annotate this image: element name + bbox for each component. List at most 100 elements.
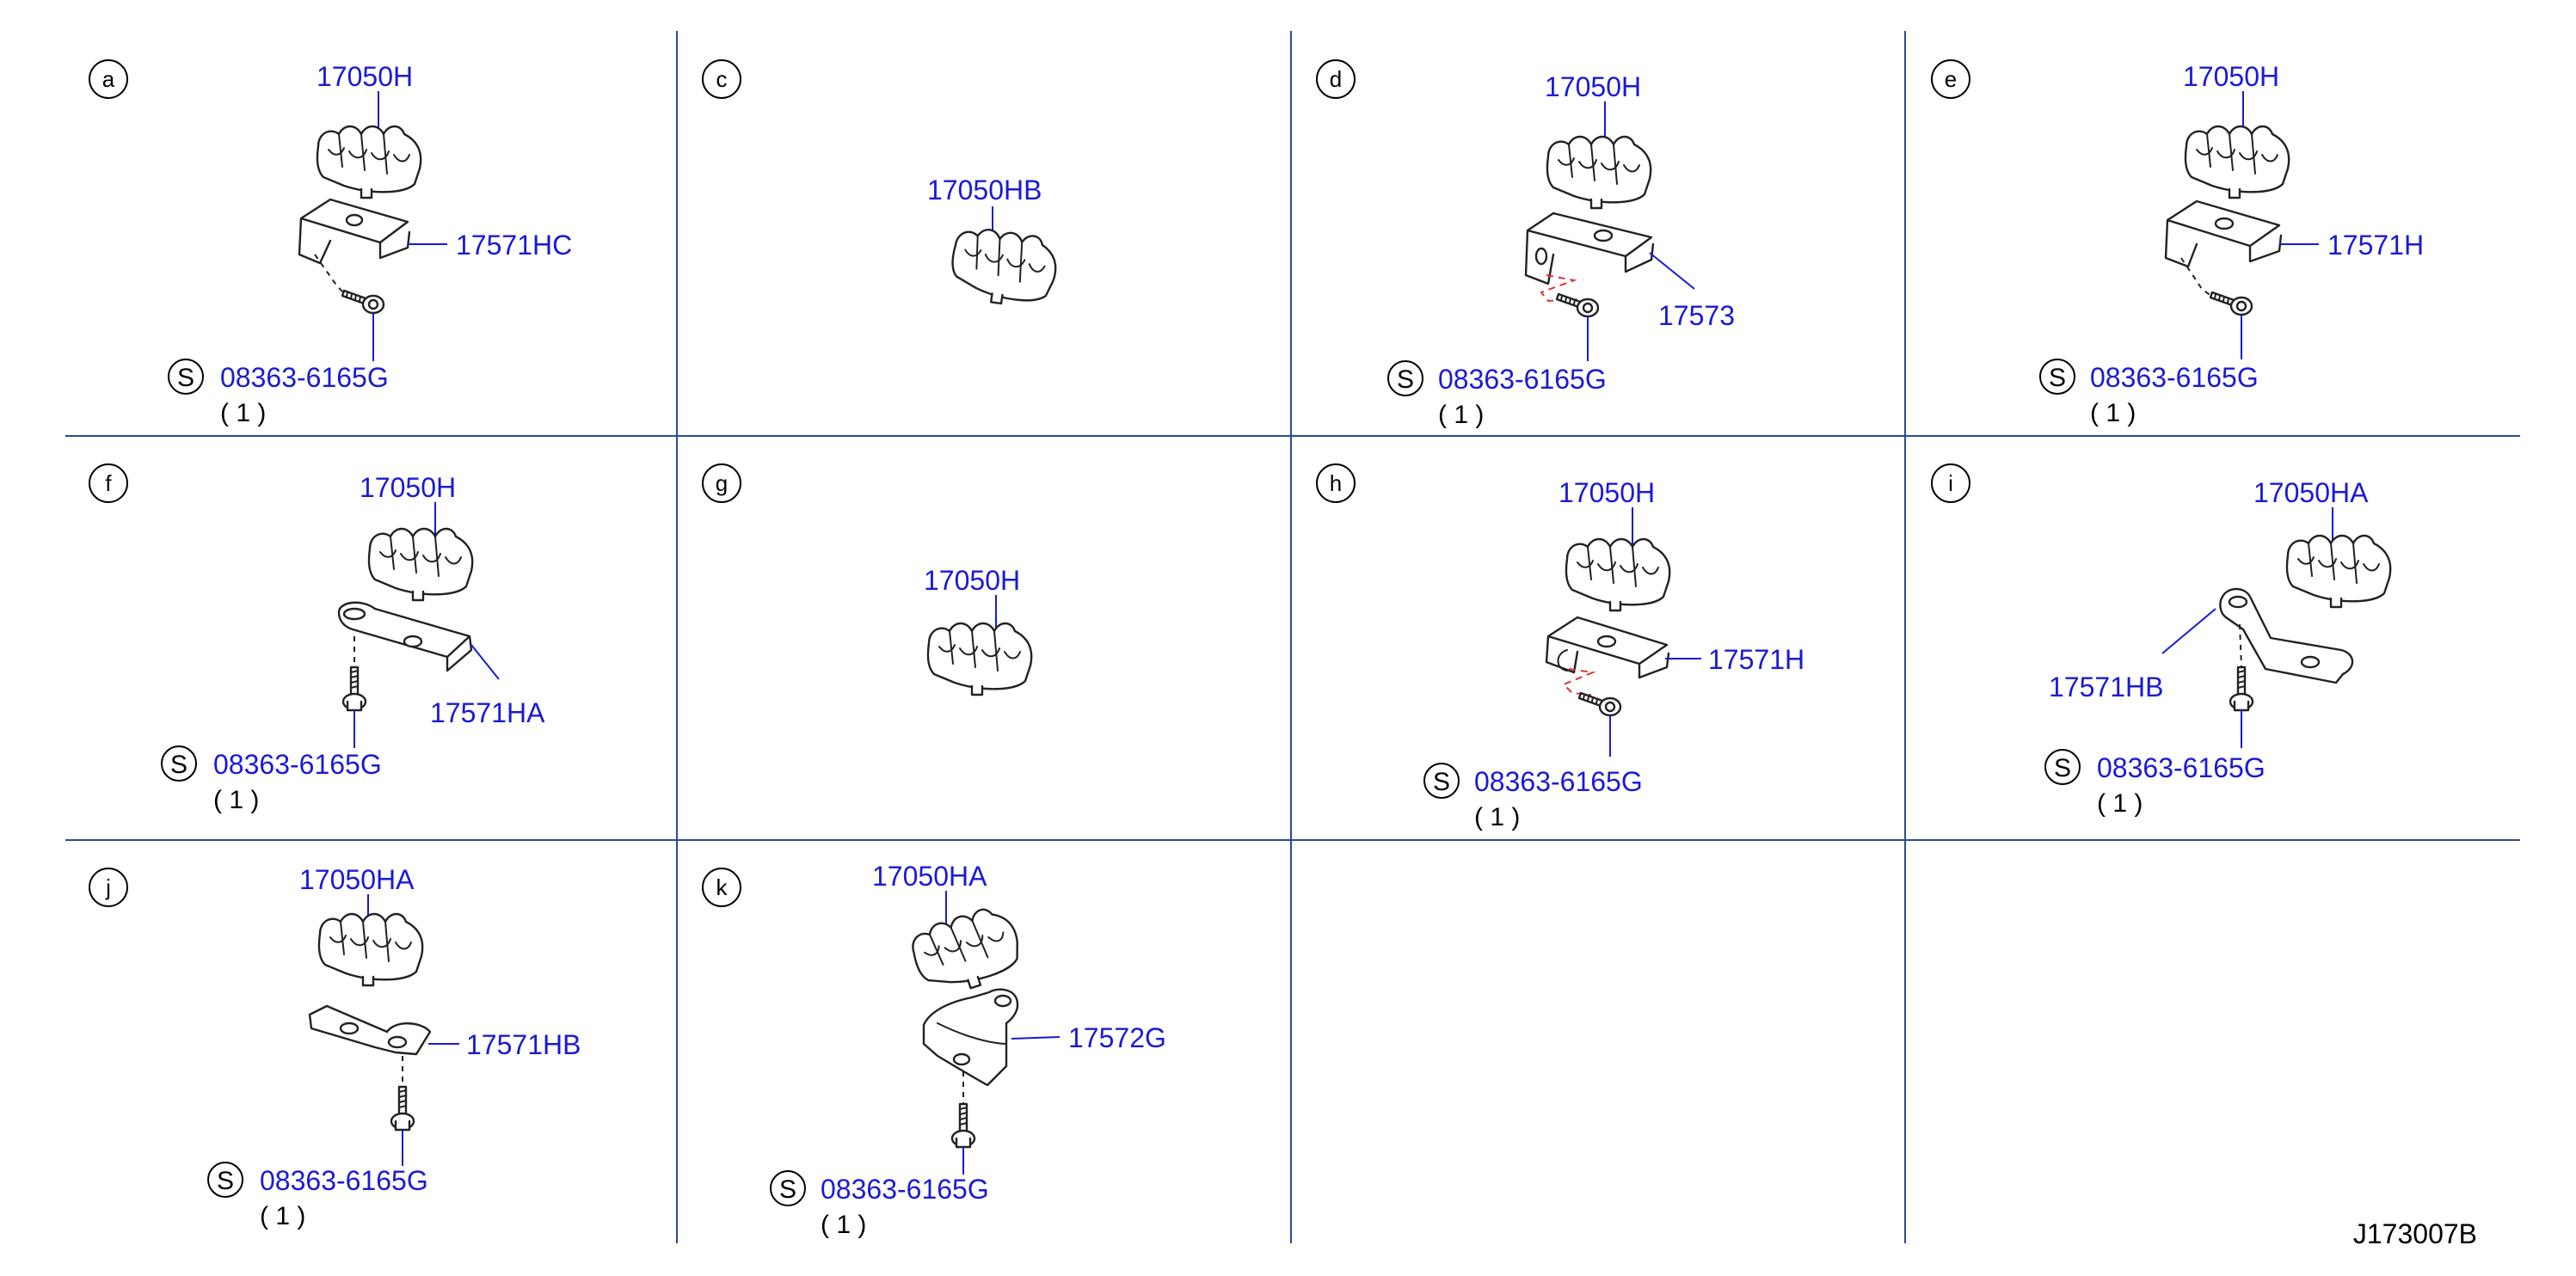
- label-text: S: [217, 1167, 234, 1195]
- panel-letter-k: k: [702, 868, 741, 907]
- bolt-icon: [341, 666, 367, 712]
- part-number-17571HB: 17571HB: [466, 1029, 581, 1060]
- part-number-08363-6165G: 08363-6165G: [1474, 766, 1643, 797]
- quantity-label: ( 1 ): [1438, 401, 1484, 429]
- part-number-17050H: 17050H: [360, 472, 456, 503]
- part-number-17571H: 17571H: [1708, 644, 1804, 675]
- label-text: i: [1948, 470, 1953, 496]
- part-number-08363-6165G: 08363-6165G: [2097, 752, 2266, 783]
- panel-h: h 17050H 17571H S 08363-6165G ( 1 ): [1316, 463, 1804, 831]
- label-text: f: [105, 470, 112, 496]
- part-number-17050HA: 17050HA: [872, 861, 987, 892]
- label-text: d: [1330, 66, 1342, 92]
- label-text: h: [1330, 470, 1342, 496]
- label-text: S: [2049, 364, 2066, 392]
- panel-k: k 17050HA 17572G S 08363-6165G ( 1 ): [702, 861, 1166, 1239]
- panel-letter-i: i: [1931, 463, 1970, 503]
- part-number-17050HB: 17050HB: [927, 175, 1042, 206]
- label-text: g: [716, 470, 728, 496]
- bracket-icon: [298, 198, 411, 265]
- bolt-icon: [950, 1102, 976, 1149]
- part-number-08363-6165G: 08363-6165G: [220, 362, 389, 393]
- bracket-icon: [2164, 199, 2283, 268]
- panel-letter-f: f: [89, 463, 128, 503]
- clip-icon: [317, 912, 424, 987]
- panel-letter-c: c: [702, 59, 741, 99]
- part-number-17572G: 17572G: [1068, 1022, 1166, 1053]
- part-number-08363-6165G: 08363-6165G: [213, 749, 382, 780]
- clip-icon: [2184, 125, 2290, 199]
- panel-f: f 17050H 17571HA S 08363-6165G ( 1 ): [89, 463, 545, 814]
- panel-a: a 17050H 17571HC S 08363-6165G ( 1 ): [89, 59, 572, 427]
- clip-icon: [1546, 135, 1652, 210]
- part-number-17050H: 17050H: [1545, 71, 1641, 102]
- quantity-label: ( 1 ): [2097, 789, 2143, 818]
- label-text: S: [170, 751, 188, 779]
- quantity-label: ( 1 ): [260, 1202, 305, 1230]
- clip-icon: [316, 125, 422, 199]
- panel-letter-e: e: [1931, 59, 1970, 99]
- panel-letter-h: h: [1316, 463, 1356, 503]
- quantity-label: ( 1 ): [220, 399, 266, 427]
- part-number-17571HC: 17571HC: [456, 230, 572, 261]
- label-text: a: [102, 66, 115, 92]
- label-text: S: [1433, 768, 1450, 796]
- part-number-17050H: 17050H: [924, 565, 1020, 596]
- panel-c: c 17050HB: [702, 59, 1061, 312]
- quantity-label: ( 1 ): [213, 786, 259, 814]
- bolt-icon: [1555, 292, 1600, 318]
- part-number-08363-6165G: 08363-6165G: [260, 1165, 428, 1196]
- bracket-icon: [308, 1004, 432, 1056]
- part-number-17050HA: 17050HA: [299, 864, 415, 895]
- quantity-label: ( 1 ): [1474, 803, 1520, 831]
- part-number-17573: 17573: [1658, 300, 1735, 331]
- panel-d: d 17050H 17573 S 08363-6165G ( 1 ): [1316, 59, 1735, 429]
- panel-j: j 17050HA 17571HB S 08363-6165G ( 1 ): [89, 864, 581, 1230]
- part-number-17571HB: 17571HB: [2049, 672, 2163, 702]
- clip-icon: [946, 224, 1061, 312]
- label-text: S: [779, 1175, 796, 1204]
- part-number-08363-6165G: 08363-6165G: [1438, 364, 1607, 395]
- part-number-17050H: 17050H: [1559, 477, 1655, 508]
- part-number-08363-6165G: 08363-6165G: [2090, 362, 2259, 393]
- label-text: j: [105, 874, 111, 900]
- quantity-label: ( 1 ): [821, 1211, 866, 1239]
- clip-icon: [926, 622, 1033, 696]
- label-text: k: [716, 874, 729, 900]
- part-number-08363-6165G: 08363-6165G: [821, 1174, 989, 1205]
- diagram-code: J173007B: [2353, 1218, 2477, 1249]
- panel-letter-j: j: [89, 868, 128, 907]
- panel-g: g 17050H: [702, 463, 1033, 696]
- bracket-icon: [1524, 212, 1655, 285]
- panel-letter-g: g: [702, 463, 741, 503]
- label-text: S: [2054, 754, 2071, 782]
- bolt-icon: [341, 289, 385, 315]
- label-text: c: [716, 66, 728, 92]
- bolt-icon: [1577, 691, 1622, 717]
- bracket-icon: [2219, 587, 2354, 684]
- part-number-17050HA: 17050HA: [2253, 477, 2369, 508]
- part-number-17050H: 17050H: [317, 61, 413, 92]
- panel-i: i 17050HA 17571HB S 08363-6165G ( 1 ): [1931, 463, 2392, 818]
- panel-letter-a: a: [89, 59, 128, 99]
- label-text: S: [177, 364, 194, 392]
- panel-letter-d: d: [1316, 59, 1356, 99]
- quantity-label: ( 1 ): [2090, 399, 2136, 427]
- bolt-icon: [2229, 666, 2254, 712]
- clip-icon: [906, 900, 1029, 1003]
- clip-icon: [2285, 534, 2392, 609]
- label-text: e: [1945, 66, 1957, 92]
- label-text: S: [1397, 365, 1414, 394]
- clip-icon: [1565, 537, 1671, 612]
- panel-e: e 17050H 17571H S 08363-6165G ( 1 ): [1931, 59, 2424, 427]
- bolt-icon: [2209, 291, 2253, 316]
- clip-icon: [367, 527, 474, 602]
- part-number-17050H: 17050H: [2183, 61, 2279, 92]
- bracket-icon: [337, 601, 473, 672]
- part-number-17571HA: 17571HA: [430, 697, 545, 728]
- part-number-17571H: 17571H: [2327, 230, 2424, 261]
- bolt-icon: [390, 1085, 415, 1132]
- grid-lines: [65, 31, 2520, 1243]
